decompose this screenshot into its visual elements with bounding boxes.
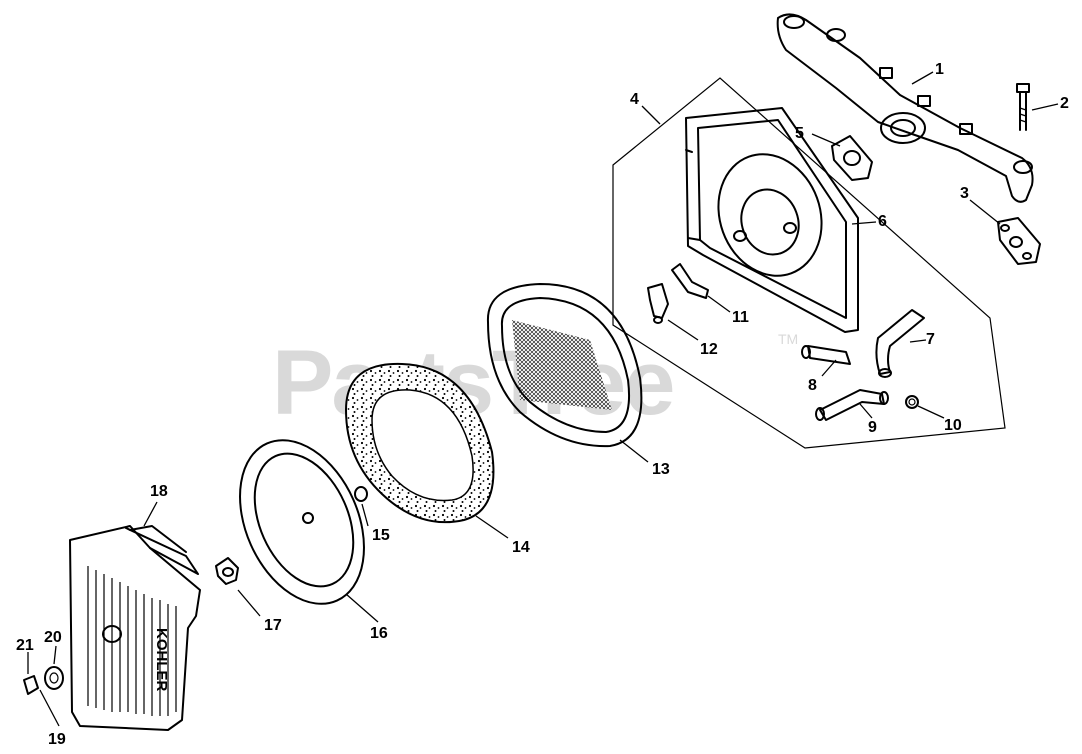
callout-5: 5 (795, 125, 804, 142)
callout-11: 11 (732, 309, 749, 326)
callout-17: 17 (264, 617, 282, 634)
callout-9: 9 (868, 419, 877, 436)
callout-13: 13 (652, 461, 670, 478)
elbow-hose (815, 389, 889, 421)
support-bracket (671, 263, 709, 299)
callout-15: 15 (372, 527, 390, 544)
callout-4: 4 (630, 91, 639, 108)
callout-21: 21 (16, 637, 34, 654)
callout-1: 1 (935, 61, 944, 78)
retainer-clip (647, 283, 669, 324)
callout-6: 6 (878, 213, 887, 230)
foam-precleaner (344, 362, 495, 524)
callout-16: 16 (370, 625, 388, 642)
leader-lines (27, 71, 1059, 727)
wing-nut (354, 486, 368, 502)
cover-logo: KOHLER (153, 628, 170, 692)
callout-3: 3 (960, 185, 969, 202)
callout-2: 2 (1060, 95, 1069, 112)
callout-8: 8 (808, 377, 817, 394)
paper-element (486, 283, 643, 448)
outer-cover: KOHLER (69, 525, 201, 731)
manifold-gasket (997, 217, 1041, 265)
short-hose (801, 345, 851, 365)
callout-labels: 1 2 3 4 5 6 7 8 9 10 11 12 13 14 15 16 1… (16, 61, 1069, 748)
kit-boundary-outline (612, 77, 1006, 449)
cover-clip (23, 675, 39, 695)
callout-7: 7 (926, 331, 935, 348)
hose-clamp (905, 395, 919, 409)
breather-hose (875, 309, 925, 378)
callout-20: 20 (44, 629, 62, 646)
callout-12: 12 (700, 341, 718, 358)
base-gasket (831, 135, 873, 181)
callout-19: 19 (48, 731, 66, 748)
cover-plate (239, 439, 365, 605)
air-cleaner-base-plate (685, 107, 859, 333)
intake-manifold (776, 13, 1034, 203)
mounting-bolt (1016, 83, 1030, 131)
callout-14: 14 (512, 539, 530, 556)
callout-18: 18 (150, 483, 168, 500)
callout-10: 10 (944, 417, 962, 434)
seal-washer (44, 666, 64, 690)
cover-knob (215, 557, 239, 585)
watermark-trademark: TM (778, 331, 798, 347)
